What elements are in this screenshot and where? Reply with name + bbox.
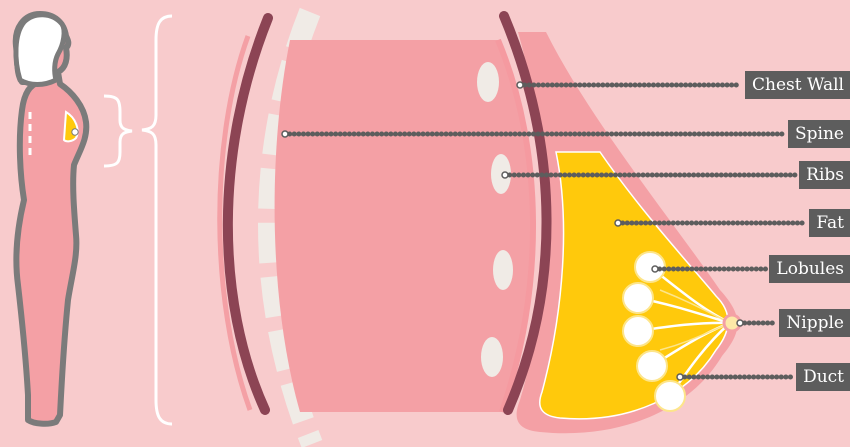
label-ribs: Ribs xyxy=(799,161,850,189)
label-duct: Duct xyxy=(796,363,850,391)
hair xyxy=(16,15,64,85)
curly-brace-icon xyxy=(104,96,132,166)
label-lobules: Lobules xyxy=(769,255,850,283)
label-nipple: Nipple xyxy=(779,309,850,337)
label-chest-wall: Chest Wall xyxy=(745,71,850,99)
woman-silhouette-icon xyxy=(16,14,87,424)
label-spine: Spine xyxy=(788,120,850,148)
curly-brace-icon xyxy=(142,16,172,424)
label-fat: Fat xyxy=(809,209,850,237)
